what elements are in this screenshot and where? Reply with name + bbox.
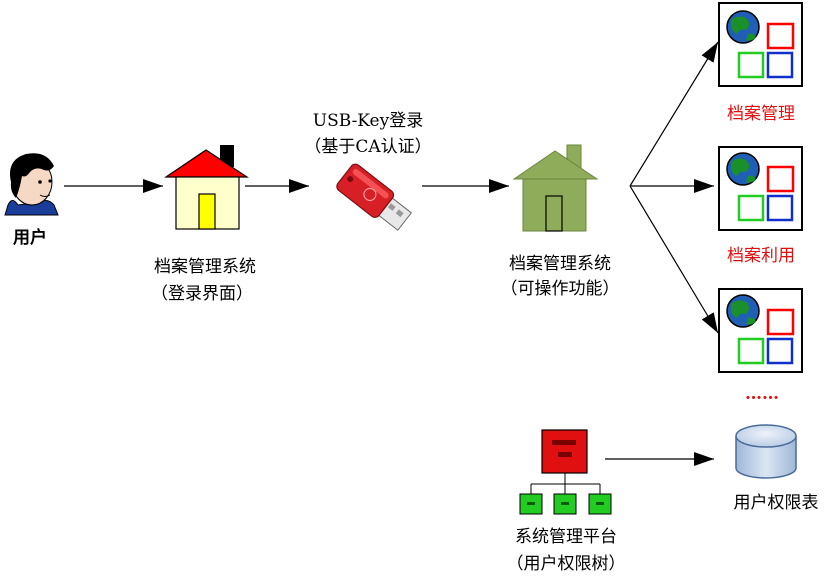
- login-system-title: 档案管理系统: [154, 257, 256, 277]
- login-house-icon: [164, 145, 250, 230]
- blue-square-icon: [766, 337, 794, 365]
- usb-key-icon: [336, 163, 413, 231]
- user-icon: [4, 153, 59, 216]
- arrow-to-module-1: [629, 41, 719, 187]
- blue-square-icon: [766, 194, 794, 222]
- blue-square-icon: [766, 51, 794, 79]
- globe-icon: [726, 152, 760, 186]
- login-system-subtitle: （登录界面）: [151, 284, 253, 304]
- usb-key-title: USB-Key登录: [313, 111, 423, 131]
- green-square-icon: [737, 51, 765, 79]
- main-house-icon: [512, 144, 599, 232]
- green-square-icon: [737, 337, 765, 365]
- usb-key-subtitle: （基于CA认证）: [304, 137, 431, 157]
- module-1-label: 档案管理: [727, 104, 795, 124]
- database-icon: [735, 424, 797, 479]
- permission-tree-icon: [519, 429, 612, 515]
- globe-icon: [726, 294, 760, 328]
- arrow-to-module-3: [629, 185, 719, 334]
- permission-table-label: 用户权限表: [734, 493, 819, 513]
- red-square-icon: [766, 22, 795, 50]
- user-label: 用户: [13, 227, 47, 248]
- main-system-subtitle: （可操作功能）: [501, 279, 620, 299]
- more-modules-ellipsis: ……: [745, 384, 779, 404]
- red-square-icon: [766, 165, 795, 193]
- green-square-icon: [737, 194, 765, 222]
- module-2-label: 档案利用: [727, 246, 795, 266]
- platform-title: 系统管理平台: [515, 527, 617, 547]
- platform-subtitle: （用户权限树）: [507, 554, 626, 574]
- module-panel-1: [718, 2, 803, 87]
- module-panel-3: [718, 288, 803, 373]
- globe-icon: [726, 10, 760, 44]
- red-square-icon: [766, 308, 795, 336]
- module-panel-2: [718, 146, 803, 231]
- main-system-title: 档案管理系统: [509, 254, 611, 274]
